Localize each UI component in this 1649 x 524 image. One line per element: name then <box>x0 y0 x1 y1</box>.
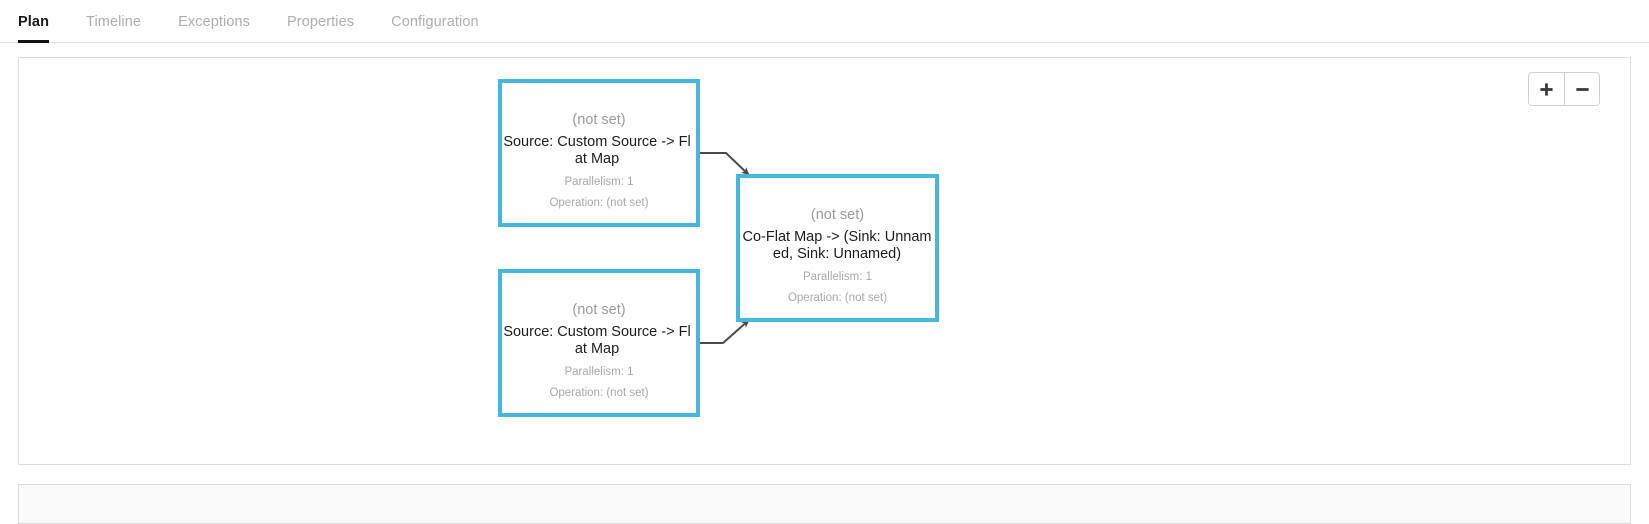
tab-timeline[interactable]: Timeline <box>86 0 141 43</box>
plan-node-notset-label: (not set) <box>572 112 626 128</box>
zoom-out-button[interactable] <box>1564 73 1599 105</box>
plus-icon <box>1539 82 1554 97</box>
plan-node-parallelism: Parallelism: 1 <box>564 365 634 378</box>
secondary-panel <box>18 484 1631 524</box>
plan-node-co-flat-map[interactable]: (not set) Co-Flat Map -> (Sink: Unnamed,… <box>736 174 939 322</box>
plan-node-operation: Operation: (not set) <box>787 291 888 304</box>
plan-node-notset-label: (not set) <box>572 302 626 318</box>
tab-exceptions[interactable]: Exceptions <box>178 0 250 43</box>
plan-node-parallelism: Parallelism: 1 <box>802 270 873 283</box>
plan-node-title: Co-Flat Map -> (Sink: Unnamed, Sink: Unn… <box>742 229 932 262</box>
plan-node-content: (not set) Co-Flat Map -> (Sink: Unnamed,… <box>740 178 935 346</box>
plan-panel: (not set) Source: Custom Source -> Flat … <box>18 57 1631 465</box>
tab-properties-label: Properties <box>287 13 355 30</box>
plan-node-content: (not set) Source: Custom Source -> Flat … <box>502 273 696 441</box>
plan-node-operation: Operation: (not set) <box>549 386 649 399</box>
plan-node-source-1[interactable]: (not set) Source: Custom Source -> Flat … <box>498 79 700 227</box>
tab-bar: Plan Timeline Exceptions Properties Conf… <box>0 0 1649 43</box>
minus-icon <box>1575 82 1590 97</box>
zoom-control-group <box>1528 72 1600 106</box>
tab-configuration[interactable]: Configuration <box>391 0 479 43</box>
plan-node-title: Source: Custom Source -> Flat Map <box>503 324 691 357</box>
plan-node-notset-label: (not set) <box>810 207 865 223</box>
plan-node-title: Source: Custom Source -> Flat Map <box>503 134 691 167</box>
plan-node-parallelism: Parallelism: 1 <box>564 175 634 188</box>
zoom-in-button[interactable] <box>1529 73 1564 105</box>
plan-node-source-2[interactable]: (not set) Source: Custom Source -> Flat … <box>498 269 700 417</box>
tab-properties[interactable]: Properties <box>287 0 354 43</box>
plan-graph-canvas[interactable]: (not set) Source: Custom Source -> Flat … <box>19 58 1630 464</box>
tab-configuration-label: Configuration <box>391 13 479 30</box>
tab-timeline-label: Timeline <box>86 13 142 30</box>
tab-list: Plan Timeline Exceptions Properties Conf… <box>18 0 516 43</box>
tab-exceptions-label: Exceptions <box>178 13 251 30</box>
tab-plan-label: Plan <box>18 13 50 30</box>
tab-plan[interactable]: Plan <box>18 0 50 43</box>
plan-node-operation: Operation: (not set) <box>549 196 649 209</box>
edge-source1-to-coflatmap <box>700 152 750 176</box>
plan-node-content: (not set) Source: Custom Source -> Flat … <box>502 83 696 251</box>
